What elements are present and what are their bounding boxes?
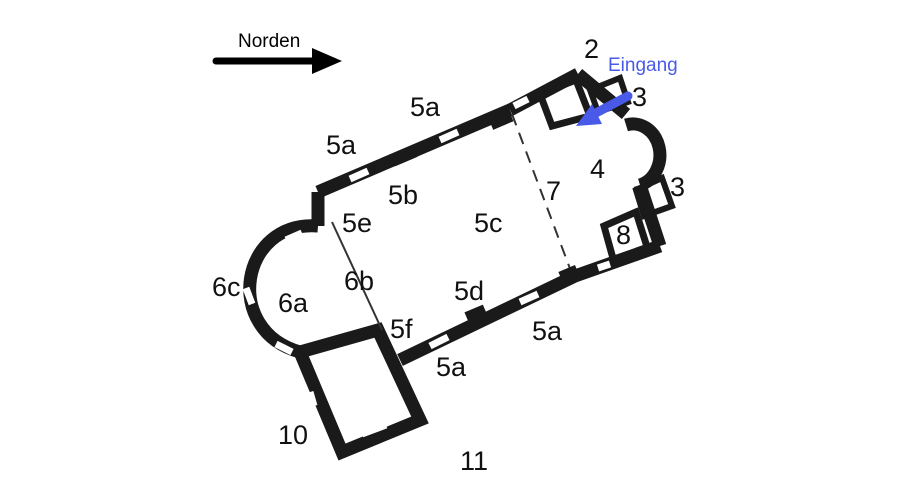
window [596, 260, 612, 272]
east-apse-wall [624, 117, 667, 192]
pillar-5a-top [488, 110, 514, 130]
label-5a-left: 5a [326, 130, 357, 160]
area-labels: 2 3 3 4 5a 5a 5a 5a 5b 5c 5d 5e 5f 6a 6b… [212, 34, 685, 476]
north-arrow-head [312, 48, 342, 74]
room-3-lower-walls [632, 173, 676, 220]
window [284, 229, 304, 244]
label-6b: 6b [344, 266, 374, 296]
label-5c: 5c [474, 208, 503, 238]
label-6a: 6a [278, 288, 309, 318]
window [274, 340, 294, 356]
label-8: 8 [616, 220, 631, 250]
window [518, 290, 540, 306]
pillar-5a-right [558, 264, 580, 284]
window [438, 128, 460, 144]
label-5d: 5d [454, 276, 484, 306]
label-7: 7 [546, 176, 561, 206]
tower-walls [291, 322, 429, 461]
window-openings [242, 95, 612, 438]
label-3-lower: 3 [670, 172, 685, 202]
west-apse-wall [243, 219, 319, 359]
window [306, 391, 318, 407]
window [360, 421, 388, 438]
label-5b: 5b [388, 180, 418, 210]
west-arch-line [331, 221, 383, 331]
north-label: Norden [238, 31, 300, 52]
label-5a-top: 5a [410, 92, 441, 122]
entrance-arrow-head [576, 104, 602, 126]
window [348, 167, 370, 183]
pillar-5b [390, 145, 418, 167]
label-5e: 5e [342, 208, 372, 238]
entrance-arrow: Eingang [576, 55, 678, 126]
window [428, 333, 450, 350]
room-3-upper-walls [586, 74, 632, 116]
label-6c: 6c [212, 272, 241, 302]
label-10: 10 [278, 420, 308, 450]
pillar-5d [464, 304, 488, 324]
label-2: 2 [584, 34, 599, 64]
entrance-arrow-shaft [589, 91, 633, 119]
label-5a-right: 5a [532, 316, 563, 346]
label-5f: 5f [390, 314, 413, 344]
window [512, 95, 530, 110]
label-5a-bottom: 5a [436, 352, 467, 382]
north-arrow: Norden [212, 31, 342, 74]
label-3-upper: 3 [632, 82, 647, 112]
label-4: 4 [590, 154, 605, 184]
room-8-walls [599, 207, 653, 267]
entrance-label: Eingang [608, 55, 678, 76]
choir-screen-line [511, 113, 573, 275]
nave-south-wall [397, 270, 578, 366]
label-11: 11 [460, 446, 488, 476]
window [242, 286, 256, 306]
